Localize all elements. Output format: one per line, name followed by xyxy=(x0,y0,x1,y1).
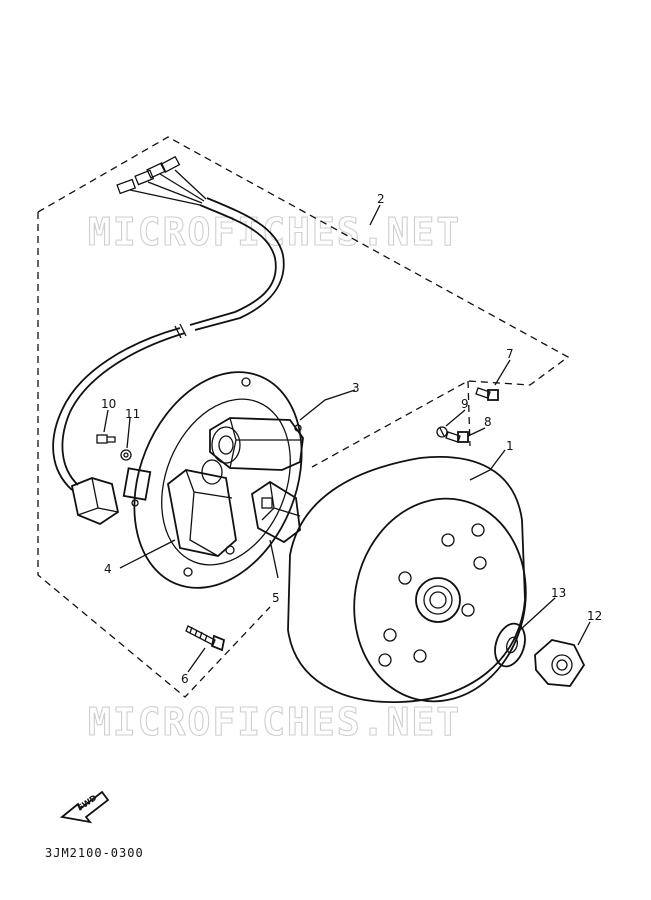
callout-5: 5 xyxy=(272,591,280,605)
rotor-holes xyxy=(378,523,487,667)
washer-9 xyxy=(436,426,448,438)
nut-12 xyxy=(534,639,586,687)
stator-hole-top xyxy=(241,377,251,387)
grommet-block xyxy=(70,477,120,526)
rotor-face xyxy=(353,497,527,703)
callout-6: 6 xyxy=(181,672,189,686)
screw-8 xyxy=(445,431,469,443)
coupler-block xyxy=(122,467,152,501)
callout-12: 12 xyxy=(587,609,602,623)
callout-11: 11 xyxy=(125,407,140,421)
callout-7: 7 xyxy=(506,347,514,361)
wire-harness xyxy=(52,155,285,526)
watermark-bottom: MICROFICHES.NET xyxy=(88,700,461,744)
callout-4: 4 xyxy=(104,562,112,576)
flywheel-rotor xyxy=(287,456,527,703)
stator-hole-bottom xyxy=(183,567,193,577)
callout-3: 3 xyxy=(352,381,360,395)
figure-code: 3JM2100-0300 xyxy=(45,846,144,860)
callout-labels: 1 2 3 4 5 6 7 8 9 10 11 12 13 xyxy=(101,192,602,686)
screw-7 xyxy=(475,387,499,401)
screw-10 xyxy=(96,434,116,444)
washer-11 xyxy=(120,449,132,461)
pickup-coil xyxy=(251,480,301,544)
washer-13 xyxy=(494,622,526,668)
watermark-top: MICROFICHES.NET xyxy=(88,210,461,254)
leader-lines xyxy=(103,204,591,673)
rotor-hub xyxy=(415,577,461,623)
stator-plate xyxy=(131,371,303,589)
callout-2: 2 xyxy=(377,192,385,206)
callout-8: 8 xyxy=(484,415,492,429)
forward-arrow-icon: FWD xyxy=(59,790,110,824)
charge-coil xyxy=(209,417,304,471)
screw-6 xyxy=(185,625,226,652)
lighting-coil xyxy=(167,459,237,557)
connector-terminals xyxy=(116,155,181,195)
callout-9: 9 xyxy=(461,397,469,411)
callout-1: 1 xyxy=(506,439,514,453)
callout-13: 13 xyxy=(551,586,566,600)
callout-10: 10 xyxy=(101,397,116,411)
